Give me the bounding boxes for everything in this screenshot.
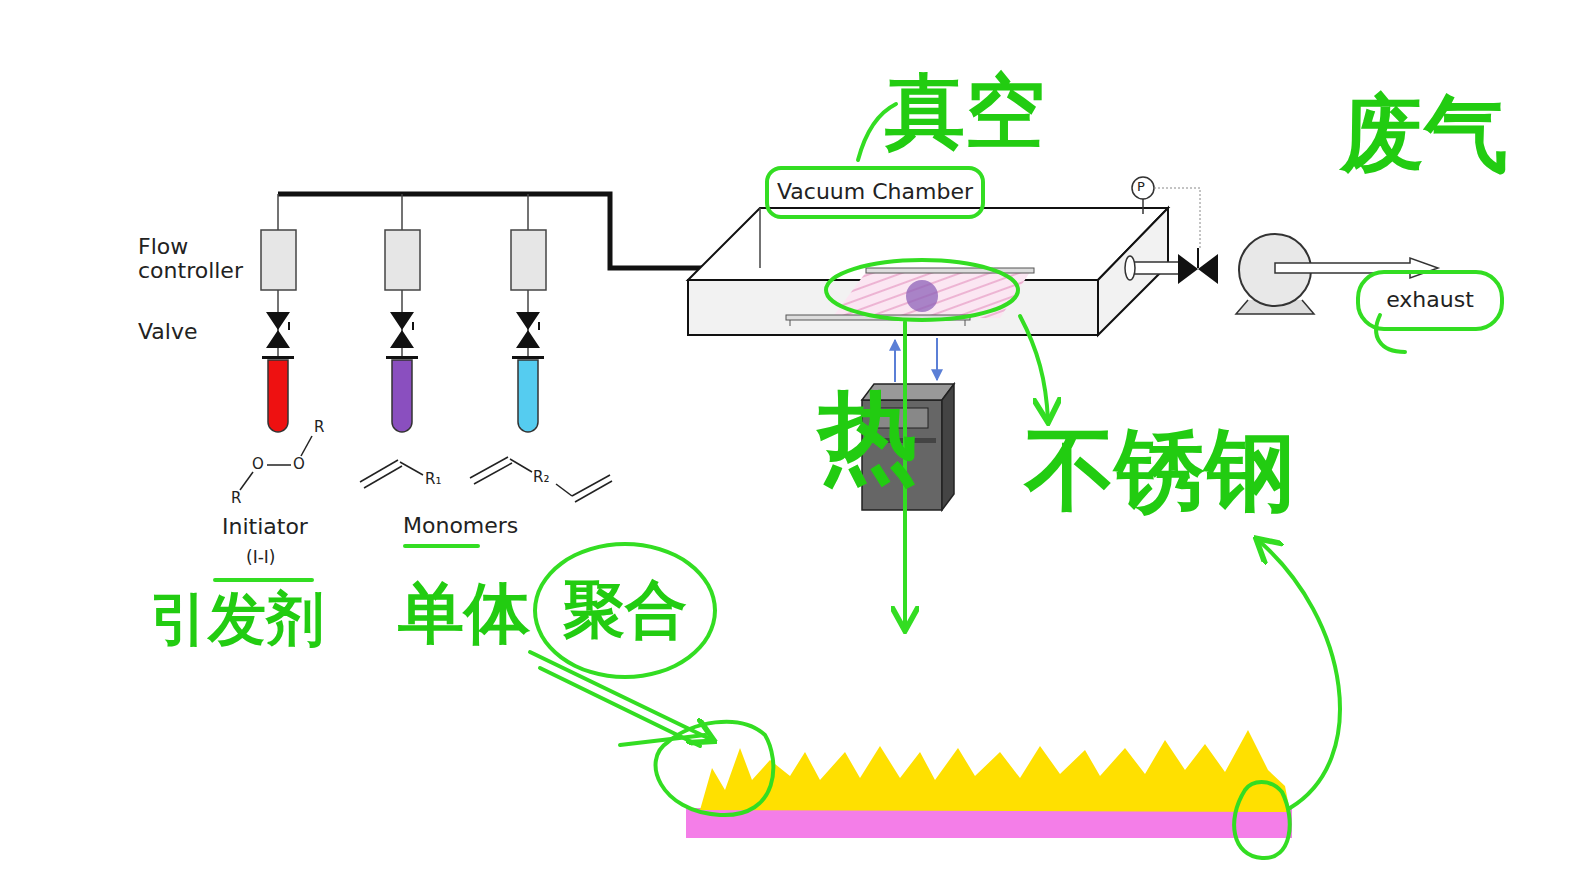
part-label: P <box>1137 180 1145 194</box>
part-label: Initiator <box>222 515 308 539</box>
annotated-outline: exhaust <box>1356 270 1504 331</box>
annotated-outline: Vacuum Chamber <box>765 166 985 219</box>
part-label: O <box>252 456 264 473</box>
handwritten-note: 废气 <box>1340 88 1508 180</box>
node-text: exhaust <box>1386 288 1474 312</box>
part-label: R₁ <box>425 471 441 488</box>
part-label: Valve <box>138 320 198 344</box>
node-text: Vacuum Chamber <box>777 180 973 204</box>
part-label: R <box>314 419 324 436</box>
handwritten-note: 不锈钢 <box>1025 420 1295 519</box>
node-text: 聚合 <box>563 576 687 644</box>
annotated-outline: 聚合 <box>533 542 717 679</box>
handwritten-note: 引发剂 <box>150 588 324 652</box>
part-label: Flow controller <box>138 235 256 283</box>
part-label: (I-I) <box>246 548 275 567</box>
part-label: R₂ <box>533 469 549 486</box>
part-label: O <box>293 456 305 473</box>
handwritten-note: 真空 <box>885 68 1045 156</box>
part-label: Monomers <box>403 514 518 538</box>
part-label: R <box>231 490 241 507</box>
handwritten-note: 热 <box>818 382 918 492</box>
handwritten-note: 单体 <box>398 578 530 651</box>
